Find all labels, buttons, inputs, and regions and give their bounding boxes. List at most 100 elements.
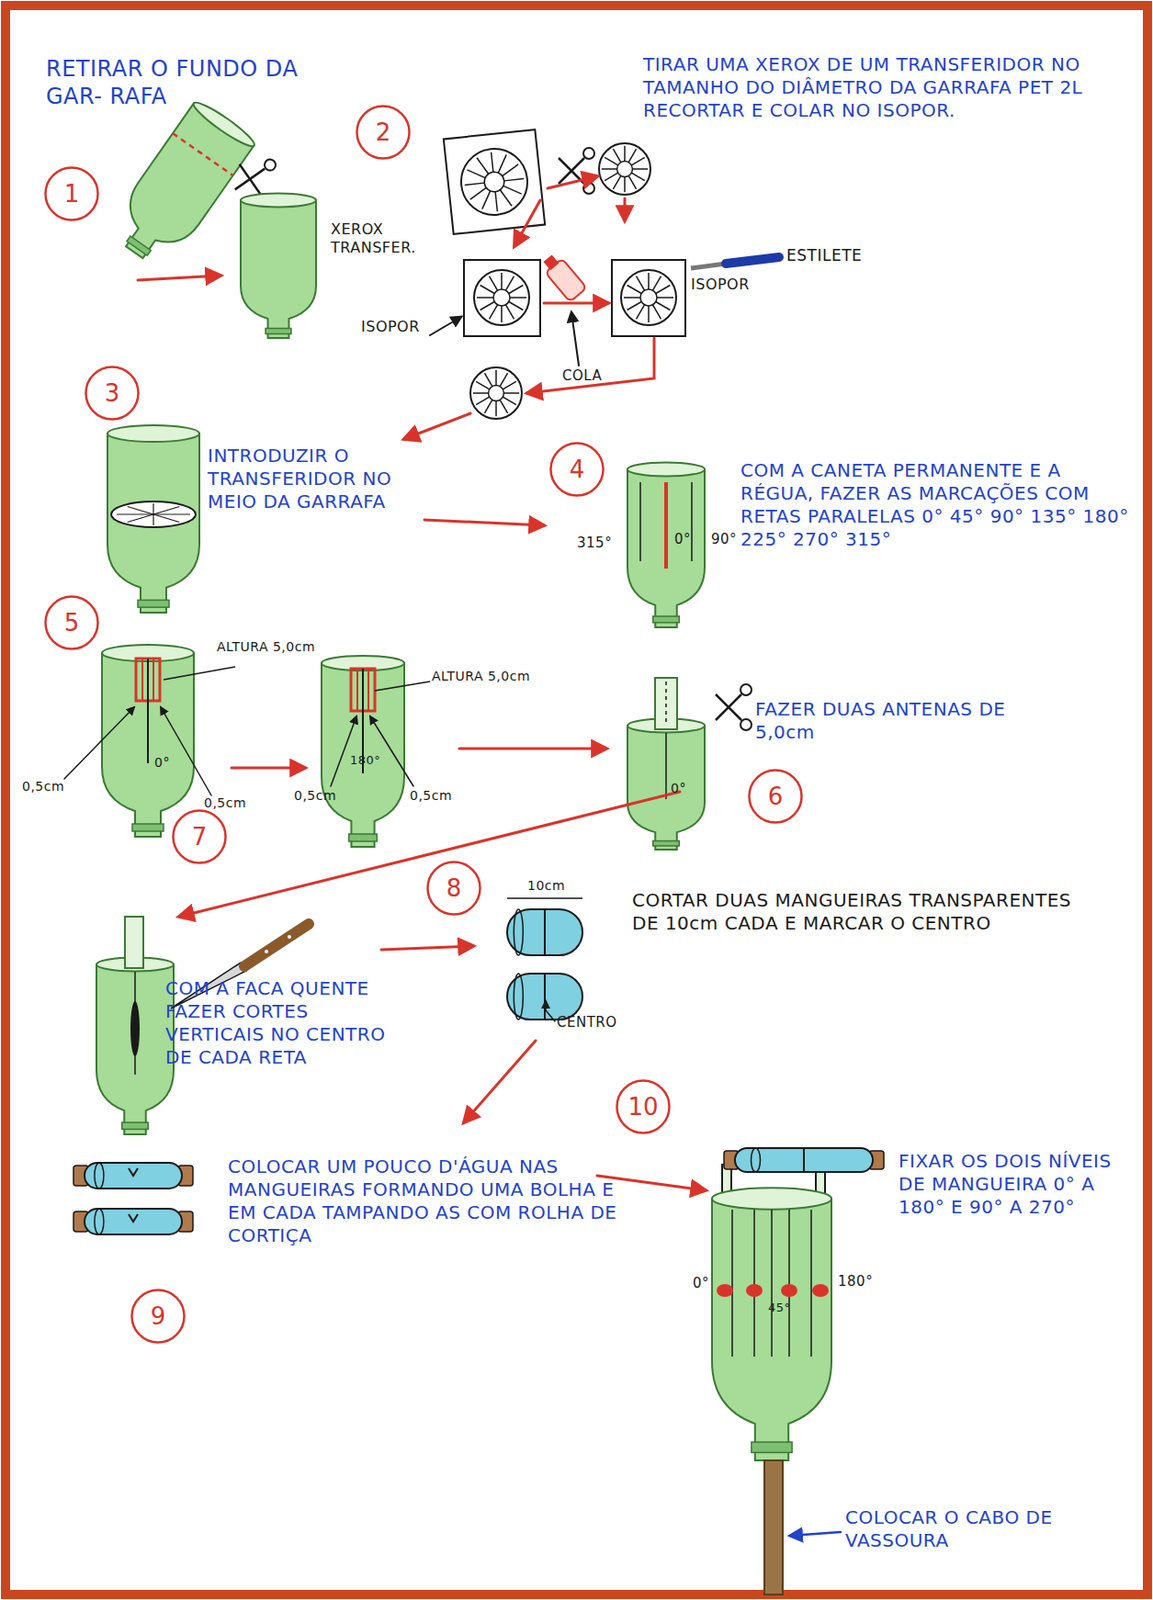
- step-number-circle: 9: [129, 1288, 187, 1346]
- antenna: [655, 678, 678, 730]
- transparent-hose: [723, 1148, 884, 1173]
- flow-arrow: [571, 312, 579, 366]
- bottle-neck-ring: [137, 599, 170, 608]
- flow-arrow: [330, 716, 357, 787]
- protractor-disc: [474, 270, 530, 326]
- step-number-circle: 10: [614, 1078, 672, 1136]
- leader-line: [163, 666, 236, 680]
- flow-arrow: [547, 176, 598, 189]
- pet-bottle: [627, 462, 705, 628]
- flow-arrow: [381, 946, 474, 950]
- transparent-hose: [73, 1163, 193, 1189]
- scissors-icon: [715, 684, 752, 731]
- bottle-opening: [627, 462, 705, 476]
- flow-arrow: [160, 707, 212, 796]
- styrofoam-sheet: [611, 259, 686, 337]
- page-frame: [5, 5, 1148, 1595]
- angle-line: [134, 972, 136, 1075]
- step-number-circle: 6: [746, 768, 804, 826]
- flow-arrow: [459, 747, 607, 751]
- bottle-neck-ring: [132, 824, 164, 832]
- angle-line: [770, 1209, 773, 1357]
- angle-line: [690, 482, 693, 562]
- leader-line: [374, 681, 430, 691]
- step-number: 3: [83, 364, 141, 422]
- flow-arrow: [527, 338, 655, 394]
- angle-label: 0°: [674, 531, 691, 549]
- pet-bottle: [627, 718, 705, 850]
- step-number: 6: [746, 768, 804, 826]
- step-number-circle: 4: [548, 440, 606, 498]
- transparent-hose: [507, 973, 583, 1020]
- flow-arrow: [231, 767, 306, 770]
- bubble-mark: [128, 1168, 138, 1176]
- angle-line: [788, 1209, 791, 1357]
- cut-line: [172, 133, 234, 176]
- step-instruction: RETIRAR O FUNDO DA GAR- RAFA: [45, 55, 350, 111]
- step-instruction: FAZER DUAS ANTENAS DE 5,0cm: [755, 698, 1059, 745]
- angle-label: 180°: [837, 1273, 873, 1291]
- step-number: 8: [425, 859, 483, 917]
- step-instruction: COLOCAR O CABO DE VASSOURA: [845, 1506, 1094, 1553]
- protractor-disc-final: [470, 367, 522, 419]
- part-label: ISOPOR: [361, 317, 420, 337]
- step-number-circle: 8: [425, 859, 483, 917]
- cut-mark: [356, 668, 359, 712]
- dimension-label: ALTURA 5,0cm: [216, 639, 316, 656]
- bottle-opening: [240, 193, 317, 208]
- flow-arrow: [424, 519, 544, 526]
- pet-bottle: [96, 957, 174, 1135]
- step-number-circle: 5: [43, 594, 101, 652]
- step-number: 9: [129, 1288, 187, 1346]
- angle-label: 45°: [768, 1300, 792, 1316]
- bottle-body: [712, 1198, 832, 1461]
- step-instruction: CORTAR DUAS MANGUEIRAS TRANSPARENTES DE …: [632, 889, 1101, 936]
- angle-label: 0°: [670, 780, 687, 798]
- dimension-label: 0,5cm: [22, 779, 65, 796]
- bubble-mark: [128, 1214, 138, 1222]
- bottle-neck-ring: [126, 236, 151, 256]
- flow-arrow: [790, 1532, 841, 1537]
- part-label: XEROX TRANSFER.: [330, 220, 441, 258]
- protractor-disc: [621, 270, 677, 326]
- cut-mark: [152, 658, 155, 701]
- flow-arrow: [179, 791, 680, 917]
- bottle-body: [107, 433, 200, 613]
- cut-mark: [746, 1284, 763, 1298]
- cut-mark: [141, 658, 144, 701]
- dimension-line: [507, 897, 583, 900]
- part-label: CENTRO: [556, 1014, 618, 1032]
- part-label: ISOPOR: [690, 275, 750, 294]
- cut-mark: [716, 1284, 734, 1298]
- glue-bottle: [539, 251, 588, 303]
- step-number-circle: 2: [354, 103, 412, 161]
- angle-line: [753, 1209, 756, 1357]
- flow-arrow: [64, 707, 135, 780]
- angle-label: 180°: [350, 753, 381, 769]
- angle-line: [731, 1209, 734, 1357]
- transparent-hose: [73, 1209, 193, 1235]
- flow-arrow: [404, 413, 471, 440]
- flow-arrow: [137, 275, 221, 281]
- cut-mark: [780, 1284, 798, 1298]
- dimension-label: ALTURA 5,0cm: [431, 668, 531, 686]
- bottle-body: [627, 725, 705, 850]
- antenna: [124, 916, 144, 969]
- step-instruction: COM A FACA QUENTE FAZER CORTES VERTICAIS…: [165, 977, 396, 1070]
- flow-arrow: [429, 316, 462, 336]
- pet-bottle-cut: [240, 193, 317, 339]
- transparent-hose: [507, 909, 583, 956]
- step-number: 10: [614, 1078, 672, 1136]
- bottle-neck-ring: [265, 328, 292, 335]
- step-instruction: FIXAR OS DOIS NÍVEIS DE MANGUEIRA 0° A 1…: [898, 1150, 1129, 1220]
- bottle-neck-ring: [653, 616, 680, 623]
- angle-label: 0°: [692, 1275, 710, 1293]
- angle-line: [146, 658, 149, 764]
- step-number-circle: 3: [83, 364, 141, 422]
- step-number: 2: [354, 103, 412, 161]
- bottle-opening: [190, 98, 259, 152]
- part-label: COLA: [562, 367, 602, 385]
- flow-arrow: [463, 1040, 536, 1123]
- protractor-cutout: [599, 143, 651, 195]
